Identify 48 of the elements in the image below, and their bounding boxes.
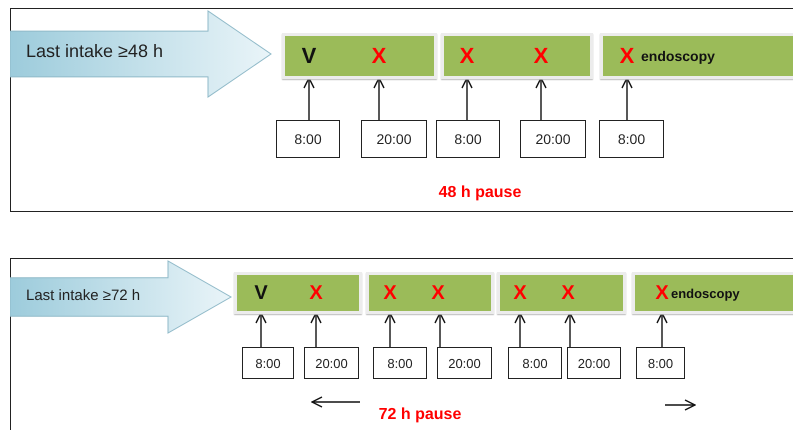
time-box: 8:00 xyxy=(636,347,685,379)
day-bar xyxy=(282,33,437,79)
arrow xyxy=(621,77,633,120)
arrow xyxy=(564,312,576,347)
arrow xyxy=(514,312,526,347)
time-box: 8:00 xyxy=(599,120,664,158)
arrow xyxy=(535,77,547,120)
arrow-text: Last intake ≥72 h xyxy=(26,286,140,304)
day-bar xyxy=(497,272,626,314)
arrow xyxy=(303,77,315,120)
arrow xyxy=(373,77,385,120)
time-box: 20:00 xyxy=(520,120,586,158)
beside-text: endoscopy xyxy=(671,286,740,301)
day-mark: X xyxy=(378,275,402,311)
time-box: 20:00 xyxy=(304,347,359,379)
arrow xyxy=(310,312,322,347)
arrow xyxy=(384,312,396,347)
day-mark: X xyxy=(615,36,639,76)
day-bar xyxy=(234,272,362,314)
day-mark: X xyxy=(426,275,450,311)
pause-label: 48 h pause xyxy=(438,184,522,202)
day-bar xyxy=(632,272,793,314)
day-mark: X xyxy=(304,275,328,311)
arrow xyxy=(461,77,473,120)
beside-text: endoscopy xyxy=(641,48,715,64)
day-mark: X xyxy=(508,275,532,311)
day-mark: X xyxy=(556,275,580,311)
time-box: 8:00 xyxy=(242,347,294,379)
time-box: 8:00 xyxy=(276,120,340,158)
arrow xyxy=(434,312,446,347)
day-mark: V xyxy=(249,275,273,311)
arrow xyxy=(255,312,267,347)
arrow xyxy=(656,312,668,347)
day-mark: X xyxy=(455,36,479,76)
day-bar xyxy=(600,33,793,79)
time-box: 20:00 xyxy=(361,120,427,158)
day-bar xyxy=(366,272,494,314)
arrow-text: Last intake ≥48 h xyxy=(26,41,163,62)
day-bar xyxy=(441,33,593,79)
time-box: 8:00 xyxy=(436,120,500,158)
time-box: 8:00 xyxy=(373,347,427,379)
day-mark: X xyxy=(367,36,391,76)
day-mark: V xyxy=(297,36,321,76)
pause-label: 72 h pause xyxy=(378,406,462,424)
day-mark: X xyxy=(529,36,553,76)
time-box: 20:00 xyxy=(567,347,621,379)
time-box: 20:00 xyxy=(437,347,492,379)
time-box: 8:00 xyxy=(508,347,562,379)
